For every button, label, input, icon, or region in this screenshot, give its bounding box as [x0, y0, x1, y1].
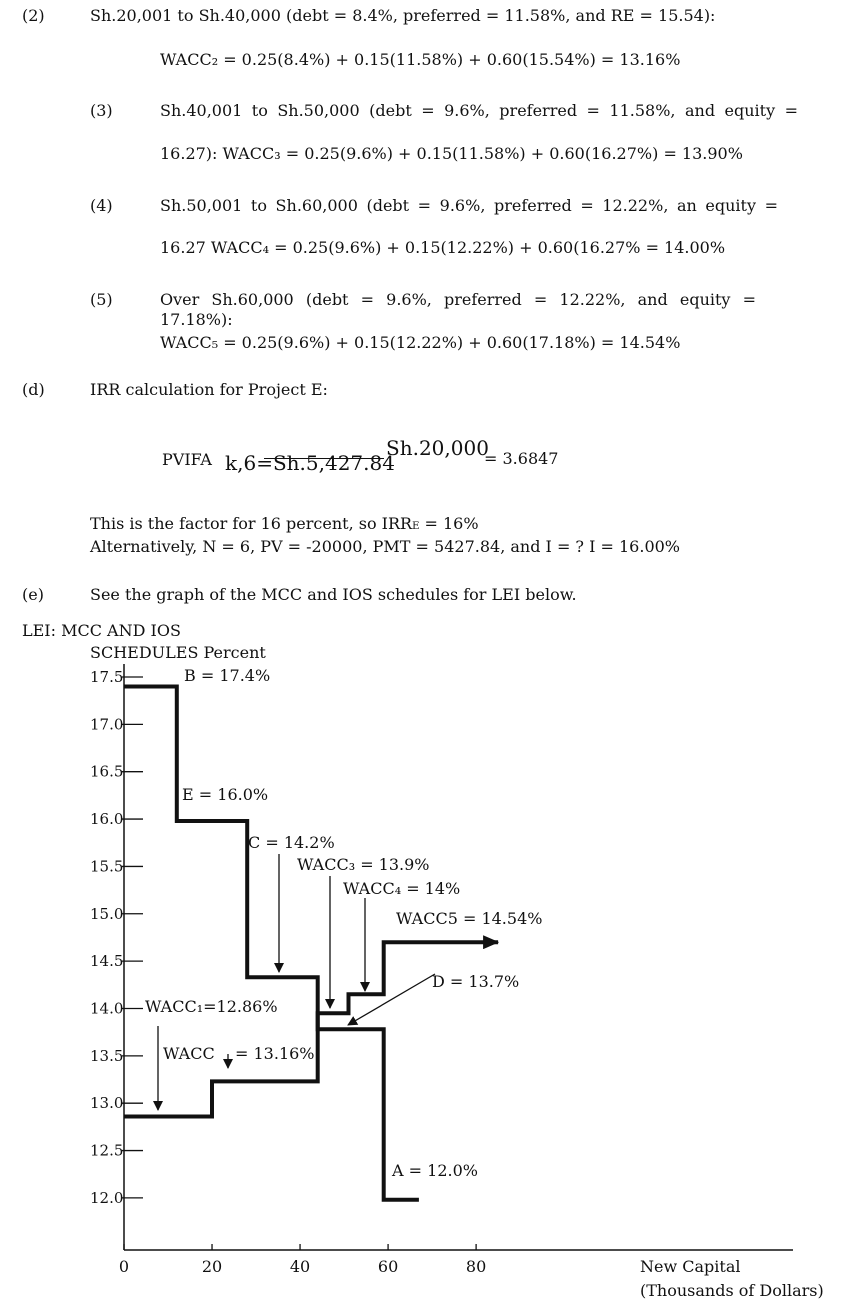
item-2-line-1: Sh.20,001 to Sh.40,000 (debt = 8.4%, pre… — [90, 6, 716, 25]
item-2-line-2: WACC₂ = 0.25(8.4%) + 0.15(11.58%) + 0.60… — [160, 50, 681, 69]
annotation-wacc3: WACC₃ = 13.9% — [297, 855, 430, 874]
y-tick-label: 14.0 — [90, 999, 123, 1017]
y-tick-label: 12.5 — [90, 1142, 123, 1160]
annotation-wacc4: WACC₄ = 14% — [343, 879, 460, 898]
section-d-label: (d) — [22, 380, 45, 399]
pvifa-numerator: Sh.20,000 — [386, 436, 489, 460]
item-3-line-1: Sh.40,001 to Sh.50,000 (debt = 9.6%, pre… — [160, 101, 798, 120]
annotation-c: C = 14.2% — [248, 833, 335, 852]
section-e-text: See the graph of the MCC and IOS schedul… — [90, 585, 577, 604]
item-2-number: (2) — [22, 6, 45, 25]
item-3-line-2: 16.27): WACC₃ = 0.25(9.6%) + 0.15(11.58%… — [160, 144, 743, 163]
y-tick-label: 17.5 — [90, 668, 123, 686]
annotation-wacc1: WACC₁=12.86% — [145, 997, 278, 1016]
x-axis-label-line-1: New Capital — [640, 1257, 740, 1276]
y-tick-label: 13.0 — [90, 1094, 123, 1112]
item-5-number: (5) — [90, 290, 113, 309]
pvifa-subscript: k,6=Sh.5,427.84 — [225, 451, 395, 475]
item-4-line-1: Sh.50,001 to Sh.60,000 (debt = 9.6%, pre… — [160, 196, 778, 215]
arrow-d — [347, 973, 436, 1026]
pvifa-result: = 3.6847 — [484, 449, 559, 468]
annotation-b: B = 17.4% — [184, 666, 270, 685]
y-tick-label: 12.0 — [90, 1189, 123, 1207]
y-tick-label: 15.0 — [90, 905, 123, 923]
x-tick-label: 40 — [290, 1257, 310, 1276]
y-tick-label: 14.5 — [90, 952, 123, 970]
item-3-number: (3) — [90, 101, 113, 120]
x-tick-label: 60 — [378, 1257, 398, 1276]
mcc-schedule-line — [124, 935, 500, 1119]
item-5-line-1: Over Sh.60,000 (debt = 9.6%, preferred =… — [160, 290, 756, 329]
annotation-e: E = 16.0% — [182, 785, 268, 804]
section-d-title: IRR calculation for Project E: — [90, 380, 328, 399]
y-tick-label: 17.0 — [90, 715, 123, 733]
y-tick-label: 13.5 — [90, 1047, 123, 1065]
item-5-line-2: WACC₅ = 0.25(9.6%) + 0.15(12.22%) + 0.60… — [160, 333, 681, 352]
x-axis-label-line-2: (Thousands of Dollars) — [640, 1281, 824, 1300]
y-tick-label: 15.5 — [90, 857, 123, 875]
irr-line-2: Alternatively, N = 6, PV = -20000, PMT =… — [90, 537, 680, 556]
irr-line-1-text: This is the factor for 16 percent, so IR… — [90, 514, 413, 533]
annotation-d: D = 13.7% — [432, 972, 519, 991]
item-4-line-2: 16.27 WACC₄ = 0.25(9.6%) + 0.15(12.22%) … — [160, 238, 726, 257]
y-tick-label: 16.0 — [90, 810, 123, 828]
chart-title-line-1: LEI: MCC AND IOS — [22, 621, 181, 640]
pvifa-fraction-bar — [264, 458, 384, 459]
item-4-number: (4) — [90, 196, 113, 215]
x-tick-label: 0 — [119, 1257, 129, 1276]
mcc-ios-chart: LEI: MCC AND IOS SCHEDULES Percent 17.5 1… — [22, 621, 824, 1300]
ios-schedule-line — [124, 684, 419, 1202]
annotation-wacc2-label: WACC — [163, 1044, 215, 1063]
section-e-label: (e) — [22, 585, 44, 604]
x-tick-label: 80 — [466, 1257, 486, 1276]
irr-subscript: E — [412, 521, 420, 532]
x-tick-label: 20 — [202, 1257, 222, 1276]
pvifa-prefix: PVIFA — [162, 450, 212, 469]
irr-line-1: This is the factor for 16 percent, so IR… — [90, 514, 479, 537]
annotation-a: A = 12.0% — [391, 1161, 478, 1180]
annotation-wacc2-value: = 13.16% — [235, 1044, 315, 1063]
irr-line-1-end: = 16% — [419, 514, 479, 533]
y-tick-label: 16.5 — [90, 763, 123, 781]
annotation-wacc5: WACC5 = 14.54% — [396, 909, 542, 928]
chart-title-line-2: SCHEDULES Percent — [90, 643, 266, 662]
